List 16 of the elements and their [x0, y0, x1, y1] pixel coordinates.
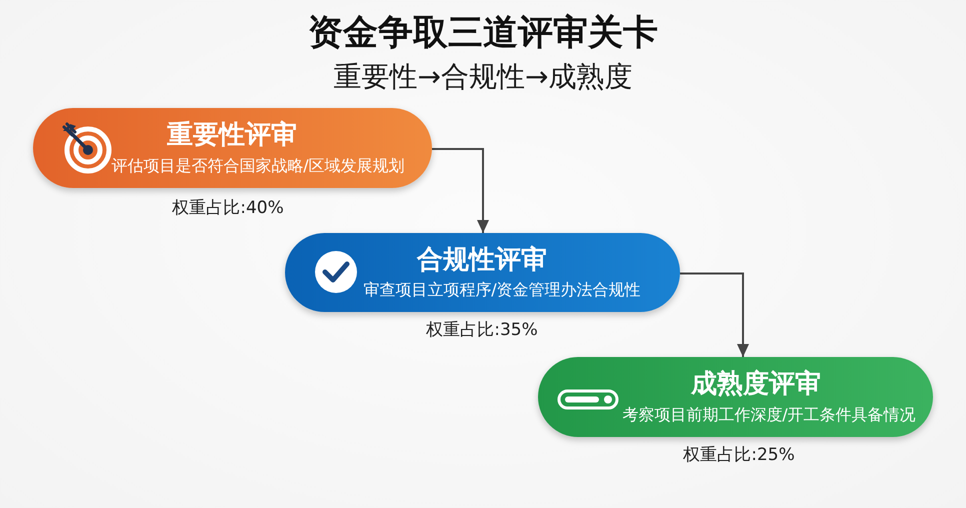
arrow — [680, 272, 749, 357]
stage-description: 审查项目立项程序/资金管理办法合规性 — [363, 280, 641, 300]
stage-title: 合规性评审 — [417, 245, 547, 275]
stage-pill — [285, 233, 680, 312]
stage-title: 成熟度评审 — [691, 369, 821, 399]
stage-pill — [538, 357, 933, 437]
arrow — [432, 148, 489, 233]
weight-label: 权重占比:40% — [172, 198, 284, 218]
subtitle: 重要性→合规性→成熟度 — [334, 60, 632, 94]
weight-label: 权重占比:35% — [426, 320, 538, 340]
title: 资金争取三道评审关卡 — [308, 12, 658, 54]
stage-pill — [33, 108, 432, 188]
stage-description: 评估项目是否符合国家战略/区域发展规划 — [111, 156, 405, 176]
weight-label: 权重占比:25% — [683, 445, 795, 465]
stage-description: 考察项目前期工作深度/开工条件具备情况 — [622, 405, 916, 425]
stage-title: 重要性评审 — [167, 120, 297, 150]
